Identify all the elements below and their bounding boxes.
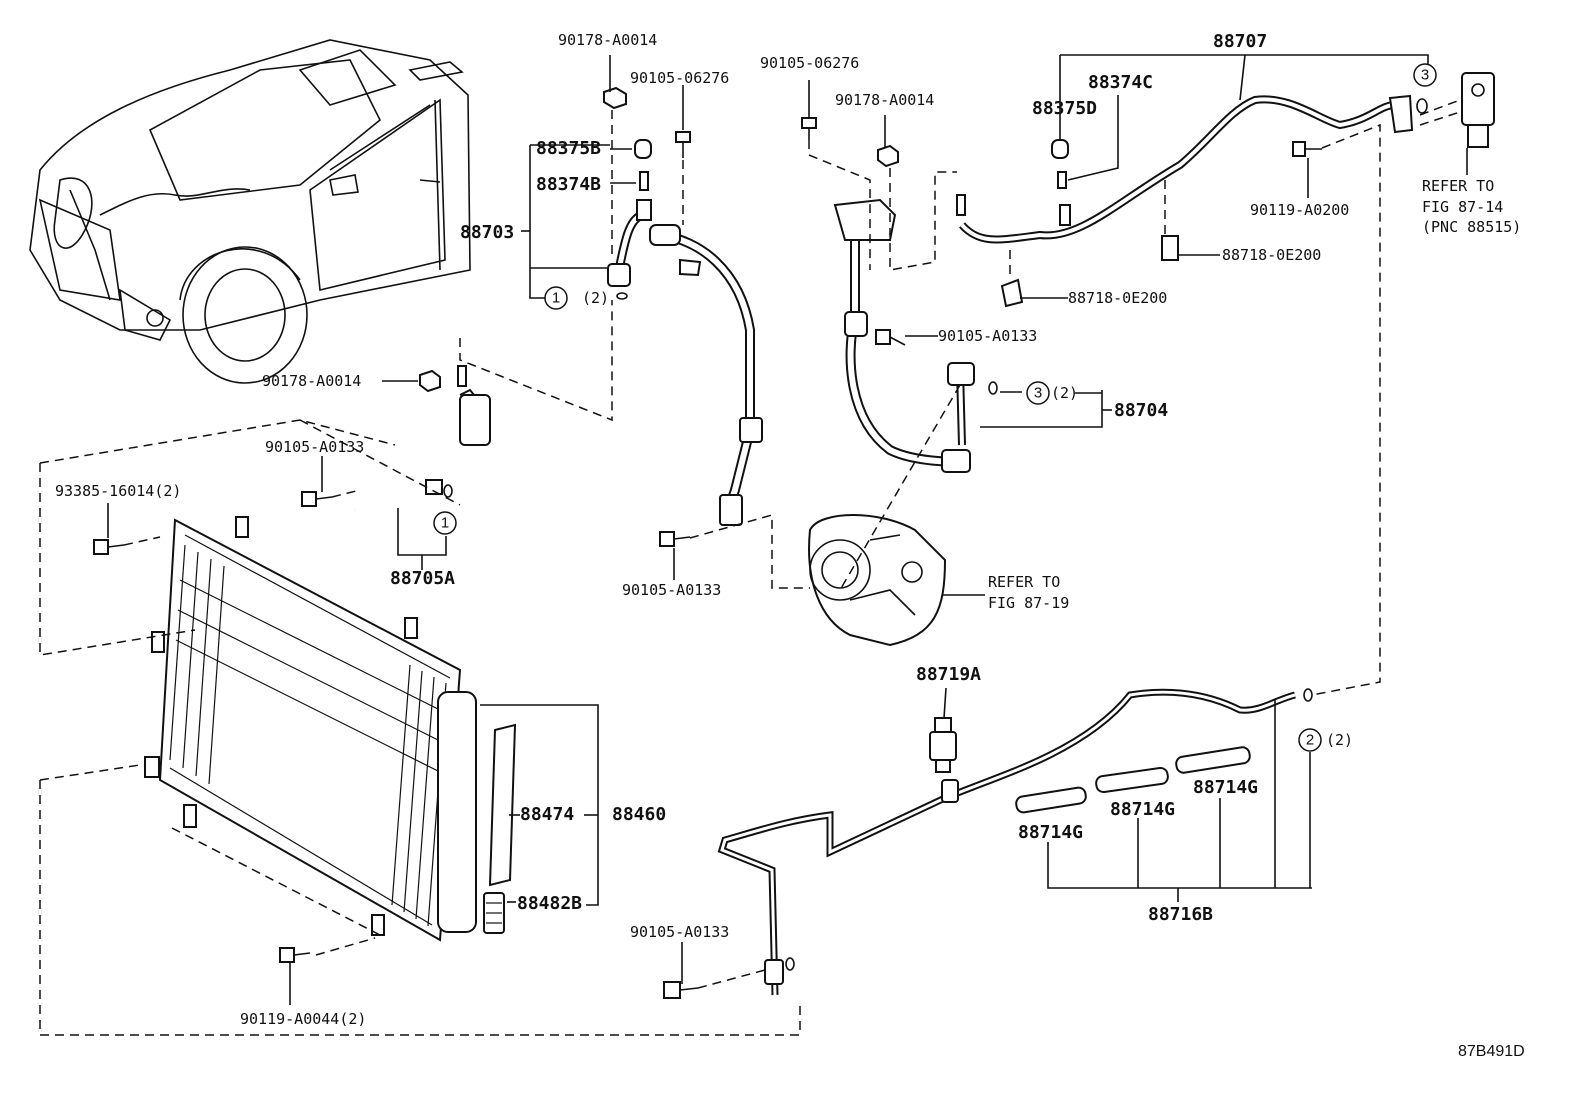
label-90178-A0014-left: 90178-A0014	[262, 372, 361, 390]
label-90105-06276-right: 90105-06276	[760, 54, 859, 72]
tube-88716B	[717, 688, 1296, 996]
label-90105-A0133-mid: 90105-A0133	[622, 581, 721, 599]
label-88705A: 88705A	[390, 568, 455, 589]
label-90119-A0200: 90119-A0200	[1250, 201, 1349, 219]
ref-87-14-line1: REFER TO	[1422, 177, 1494, 195]
ref-87-19-line1: REFER TO	[988, 573, 1060, 591]
part-labels: 88707 88374C 88375D 90178-A0014 90105-06…	[55, 31, 1353, 1028]
callout-2-text: 2	[1306, 732, 1314, 749]
label-qty-2-b: (2)	[1051, 384, 1078, 402]
label-88714G-mid: 88714G	[1110, 799, 1175, 820]
vehicle-illustration	[29, 39, 471, 384]
label-88718-0E200-right: 88718-0E200	[1222, 246, 1321, 264]
hose-88704	[833, 198, 975, 473]
callout-3-a-text: 3	[1034, 385, 1042, 402]
label-88716B: 88716B	[1148, 904, 1213, 925]
ref-87-14-line3: (PNC 88515)	[1422, 218, 1521, 236]
callout-3-a: 3	[1026, 381, 1050, 405]
label-88714G-right: 88714G	[1193, 777, 1258, 798]
label-90105-06276-left: 90105-06276	[630, 69, 729, 87]
label-88719A: 88719A	[916, 664, 981, 685]
tube-88707	[959, 94, 1414, 244]
label-90105-A0133-left: 90105-A0133	[265, 438, 364, 456]
receiver-dryer	[437, 691, 477, 933]
callout-1-a-text: 1	[552, 290, 560, 307]
hose-88703	[607, 199, 763, 526]
ref-87-19-line2: FIG 87-19	[988, 594, 1069, 612]
label-88714G-left: 88714G	[1018, 822, 1083, 843]
label-90119-A0044: 90119-A0044(2)	[240, 1010, 366, 1028]
callout-3-b-text: 3	[1421, 67, 1429, 84]
label-88704: 88704	[1114, 400, 1168, 421]
callout-3-b: 3	[1413, 63, 1437, 87]
callout-1-a: 1	[544, 286, 568, 310]
expansion-valve	[1461, 72, 1495, 148]
label-93385-16014: 93385-16014(2)	[55, 482, 181, 500]
label-90105-A0133-bottom: 90105-A0133	[630, 923, 729, 941]
label-90105-A0133-upper: 90105-A0133	[938, 327, 1037, 345]
label-88718-0E200-left: 88718-0E200	[1068, 289, 1167, 307]
ref-87-14-line2: FIG 87-14	[1422, 198, 1503, 216]
tube-88705A	[353, 388, 491, 512]
label-90178-A0014-mid: 90178-A0014	[835, 91, 934, 109]
label-qty-2-c: (2)	[1326, 731, 1353, 749]
reference-fig-87-19: REFER TO FIG 87-19	[988, 573, 1069, 612]
label-88374C: 88374C	[1088, 72, 1153, 93]
callout-1-b-text: 1	[441, 515, 449, 532]
fasteners	[93, 86, 1428, 999]
pressure-switch-88719A	[929, 717, 957, 773]
callout-2: 2	[1298, 728, 1322, 752]
filter-88474	[488, 723, 517, 887]
condenser-assembly	[144, 516, 517, 942]
reference-fig-87-14: REFER TO FIG 87-14 (PNC 88515)	[1422, 177, 1521, 236]
insulators-88714G	[1015, 746, 1251, 814]
dashed-guides	[39, 99, 1461, 1036]
label-90178-A0014-top: 90178-A0014	[558, 31, 657, 49]
label-88482B: 88482B	[517, 893, 582, 914]
label-88707: 88707	[1213, 31, 1267, 52]
callout-1-b: 1	[433, 511, 457, 535]
figure-id: 87B491D	[1458, 1043, 1525, 1060]
label-88460: 88460	[612, 804, 666, 825]
label-88474: 88474	[520, 804, 574, 825]
label-88375D: 88375D	[1032, 98, 1097, 119]
label-88703: 88703	[460, 222, 514, 243]
label-88375B: 88375B	[536, 138, 601, 159]
label-88374B: 88374B	[536, 174, 601, 195]
compressor-illustration	[808, 514, 947, 647]
label-qty-2-a: (2)	[582, 289, 609, 307]
